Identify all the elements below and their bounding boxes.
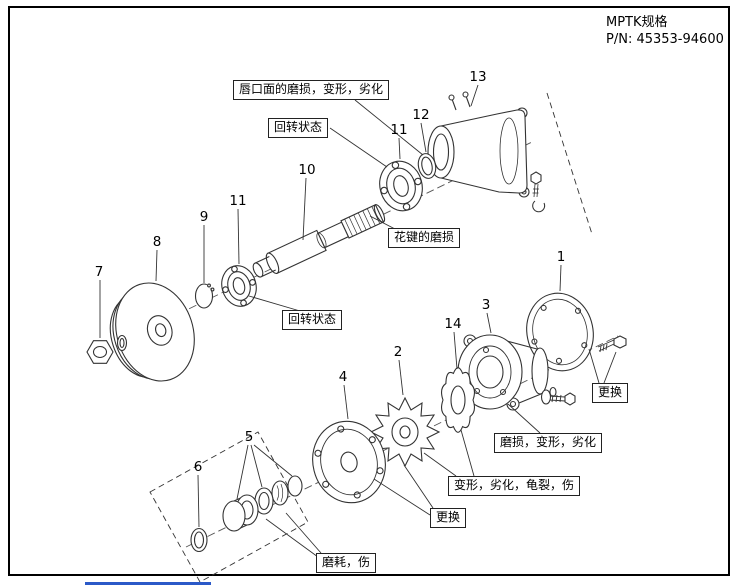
cover-bolt xyxy=(597,335,627,353)
header-block: MPTK规格 P/N: 45353-94600 xyxy=(606,14,724,48)
callout-wear-deform: 磨损，变形，劣化 xyxy=(494,433,603,453)
part-number-10: 10 xyxy=(298,162,315,178)
callout-deform-crack: 变形，劣化，龟裂，伤 xyxy=(448,476,581,496)
part-11b-bearing xyxy=(379,160,423,212)
part-10-shaft xyxy=(252,204,386,278)
number-leader-lines xyxy=(99,84,562,528)
page-border xyxy=(8,6,730,576)
callout-spline-wear: 花键的磨损 xyxy=(388,228,461,248)
callout-replace-bottom: 更换 xyxy=(430,508,467,528)
part-number-2: 2 xyxy=(394,344,403,360)
part-7-nut xyxy=(86,334,128,364)
callout-leader-lines xyxy=(248,99,617,558)
part-14-gasket xyxy=(440,367,476,433)
part-4-flange-plate xyxy=(312,420,386,504)
callout-replace-right: 更换 xyxy=(592,383,629,403)
part-number-4: 4 xyxy=(339,369,348,385)
callout-rotation-state-top: 回转状态 xyxy=(268,118,329,138)
part-number-11a: 11 xyxy=(229,193,246,209)
bottom-blue-line xyxy=(85,582,211,585)
part-12-seal-ring xyxy=(417,153,437,179)
part-number-9: 9 xyxy=(200,209,209,225)
part-number-8: 8 xyxy=(153,234,162,250)
part-9-snap-ring xyxy=(194,283,215,309)
part-6-ring xyxy=(190,527,208,553)
part-11a-bearing xyxy=(221,265,257,307)
callout-lip-face-wear: 唇口面的磨损，变形，劣化 xyxy=(233,80,390,100)
housing-bolt-and-clip xyxy=(530,171,546,213)
part-number-14: 14 xyxy=(444,316,461,332)
callout-rotation-state-left: 回转状态 xyxy=(282,310,343,330)
part-number-label: P/N: 45353-94600 xyxy=(606,32,724,47)
part-number-12: 12 xyxy=(412,107,429,123)
part-number-7: 7 xyxy=(95,264,104,280)
part-number-6: 6 xyxy=(194,459,203,475)
part-13-housing xyxy=(427,91,530,198)
part-5-seal-kit xyxy=(222,475,303,532)
part-number-11b: 11 xyxy=(390,122,407,138)
part-number-13: 13 xyxy=(469,69,486,85)
part-8-pulley xyxy=(109,282,195,382)
part-numbers: 1 2 3 4 5 6 7 8 9 10 11 11 12 13 14 xyxy=(95,69,566,475)
part-number-5: 5 xyxy=(245,429,254,445)
spec-label: MPTK规格 xyxy=(606,15,668,30)
part-1-cover xyxy=(526,292,594,372)
part-number-3: 3 xyxy=(482,297,491,313)
callout-abrasion: 磨耗，伤 xyxy=(316,553,377,573)
flange-bolt xyxy=(549,386,576,406)
part-number-1: 1 xyxy=(557,249,566,265)
